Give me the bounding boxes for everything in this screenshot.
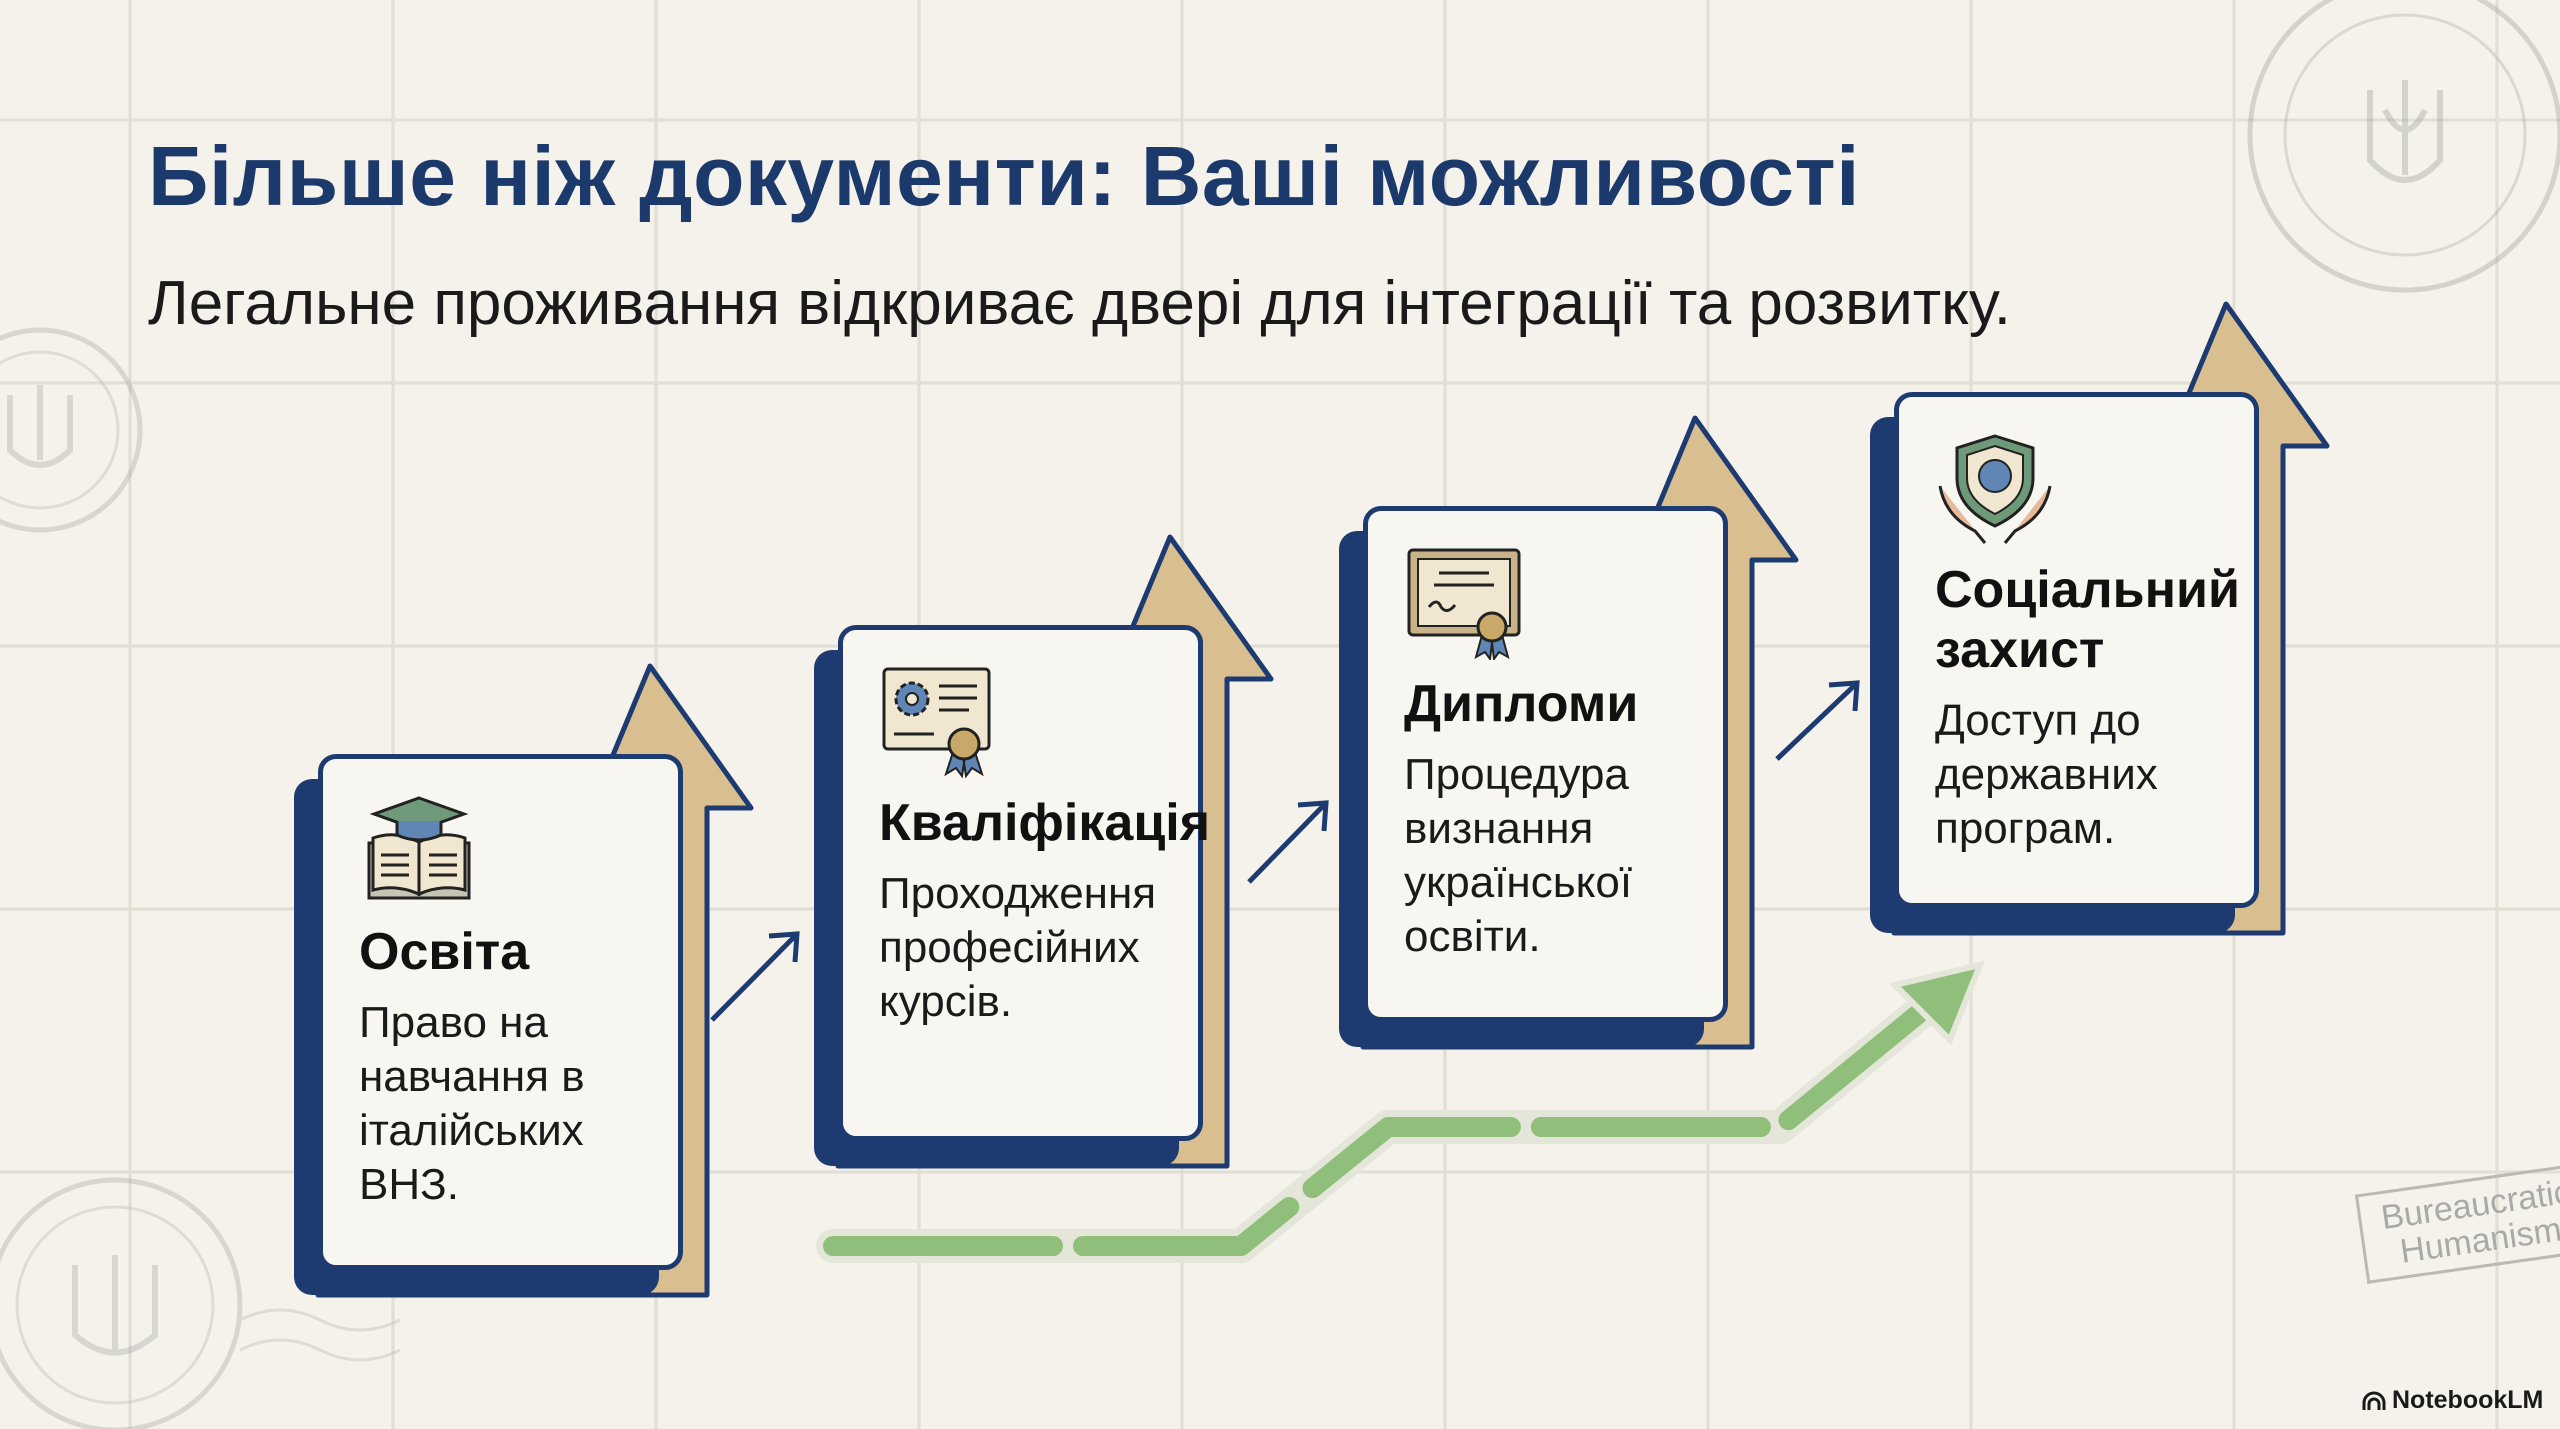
diploma-icon [1407, 548, 1521, 660]
step-card-social-protection: Соціальний захист Доступ до державних пр… [1894, 392, 2259, 908]
connector-arrow [1775, 680, 1860, 761]
page-subtitle: Легальне проживання відкриває двері для … [148, 269, 2011, 338]
step-description: Доступ до державних програм. [1935, 696, 2158, 853]
emblem-stamp-left [0, 327, 143, 533]
connector-arrow [710, 931, 800, 1022]
certificate-gear-icon [882, 667, 991, 779]
connector-arrow [1247, 800, 1329, 884]
emblem-stamp-top-right [2247, 0, 2560, 293]
notebooklm-icon [2362, 1391, 2386, 1410]
emblem-stamp-bottom-left [0, 1177, 401, 1429]
shield-hands-icon [1938, 434, 2052, 544]
step-description: Право на навчання в італійських ВНЗ. [359, 998, 585, 1209]
green-progress-arrow [816, 960, 1985, 1263]
step-description: Процедура визнання української освіти. [1404, 750, 1633, 961]
step-title: Освіта [359, 923, 530, 981]
step-card-diplomas: Дипломи Процедура визнання української о… [1363, 506, 1728, 1022]
notebooklm-label: NotebookLM [2392, 1386, 2544, 1414]
page-title: Більше ніж документи: Ваші можливості [148, 129, 1860, 223]
graduation-book-icon [367, 796, 471, 900]
step-card-qualification: Кваліфікація Проходження професійних кур… [838, 625, 1211, 1141]
step-description: Проходження професійних курсів. [879, 869, 1157, 1026]
step-title: Дипломи [1404, 675, 1639, 733]
step-title: Соціальний захист [1935, 561, 2240, 679]
notebooklm-logo: NotebookLM [2362, 1386, 2543, 1415]
step-title: Кваліфікація [879, 794, 1211, 852]
step-card-education: Освіта Право на навчання в італійських В… [318, 754, 683, 1270]
